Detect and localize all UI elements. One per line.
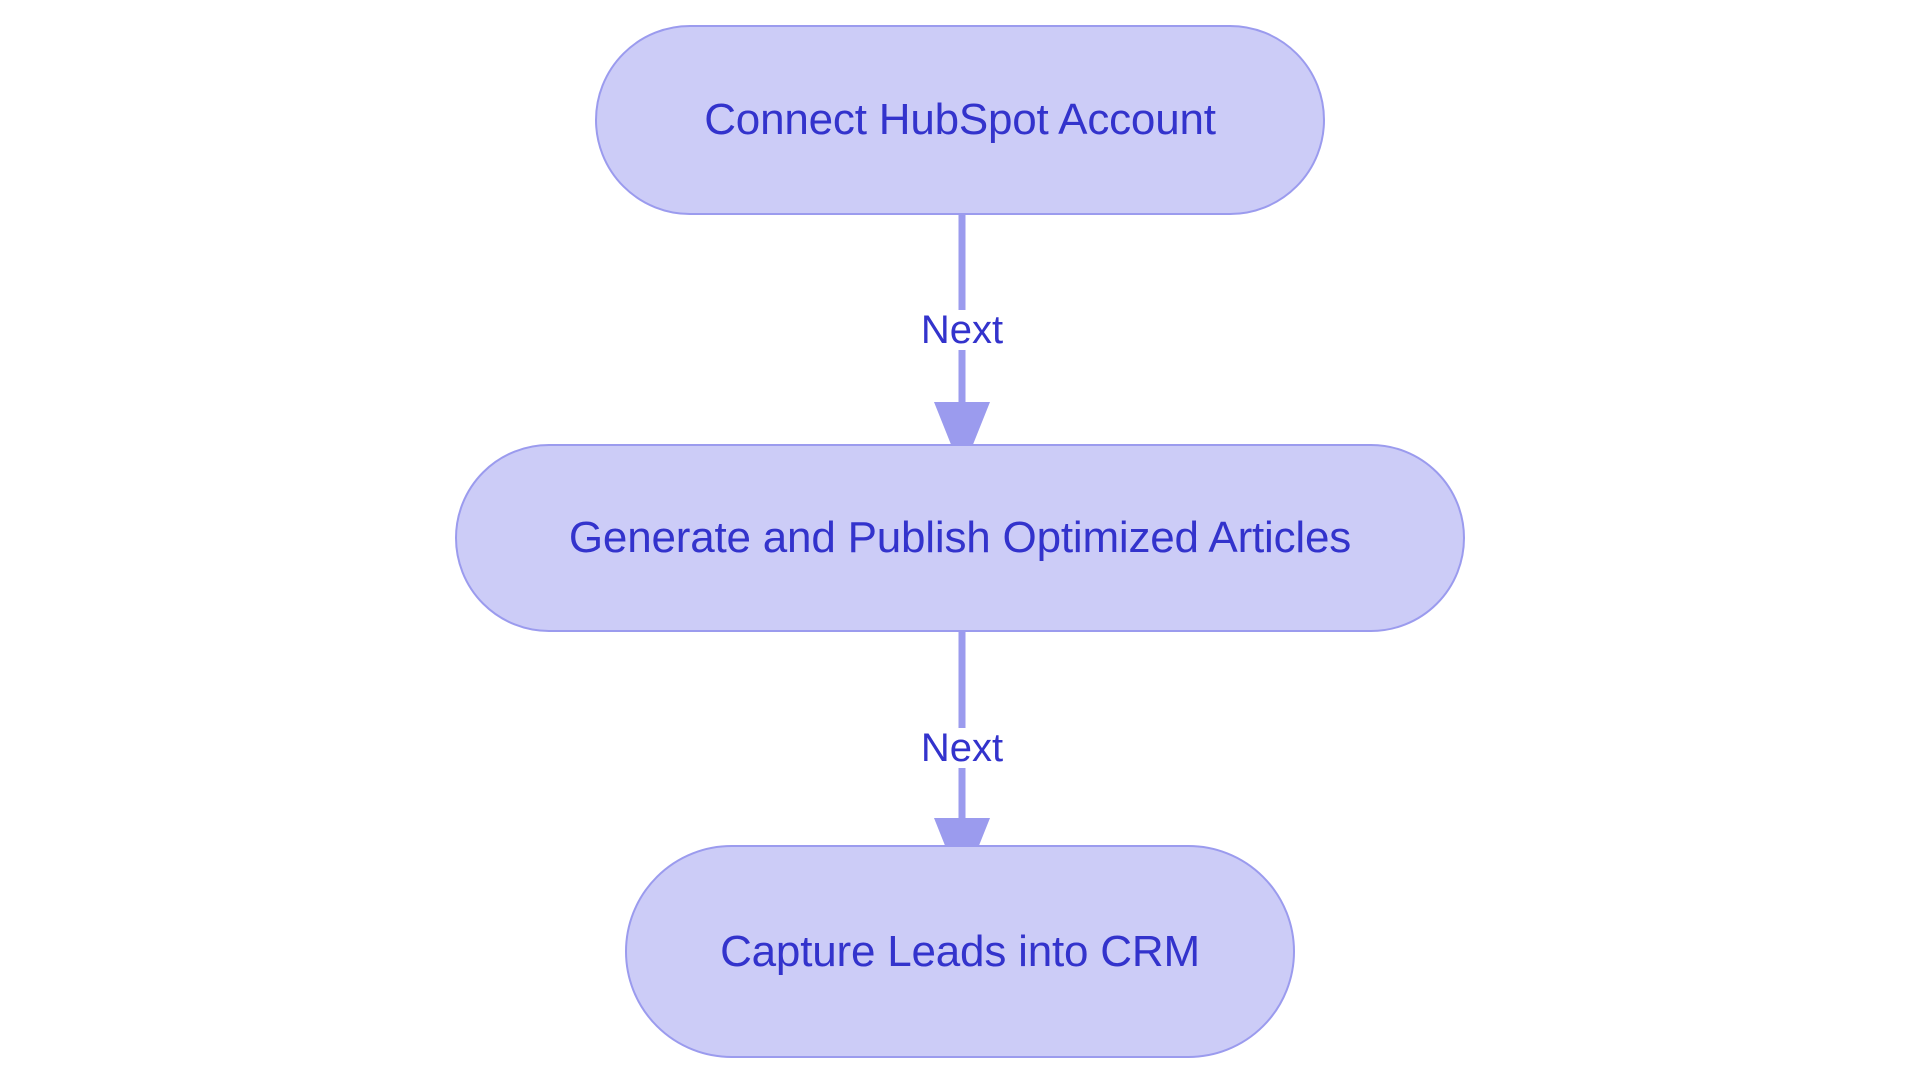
edge-label-next-1: Next (914, 310, 1010, 350)
flow-node-generate-publish-articles[interactable]: Generate and Publish Optimized Articles (455, 444, 1465, 632)
flow-node-capture-leads-crm[interactable]: Capture Leads into CRM (625, 845, 1295, 1058)
flow-node-label: Capture Leads into CRM (720, 926, 1200, 976)
flow-node-label: Connect HubSpot Account (704, 95, 1216, 144)
edge-label-next-2: Next (914, 728, 1010, 768)
flow-node-connect-hubspot-account[interactable]: Connect HubSpot Account (595, 25, 1325, 215)
flow-node-label: Generate and Publish Optimized Articles (568, 513, 1352, 562)
